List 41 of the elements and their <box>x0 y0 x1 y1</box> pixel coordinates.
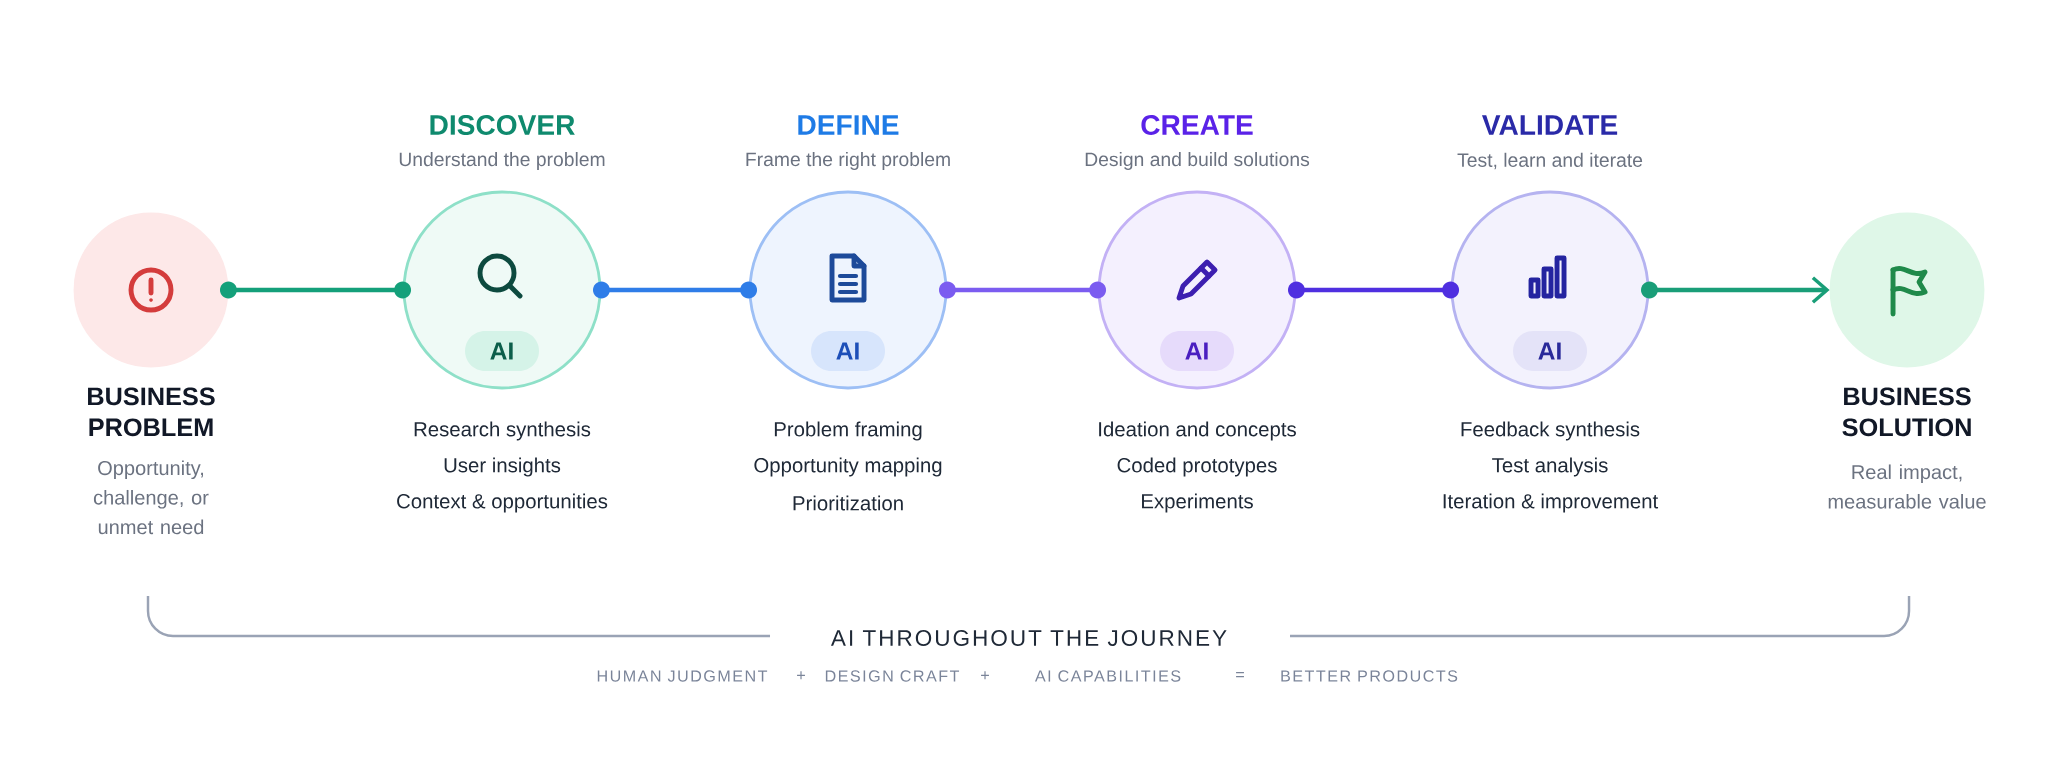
stage-title: DEFINE <box>798 115 899 135</box>
ai-badge: AI <box>811 331 885 371</box>
description: Real impact, measurable value <box>1828 464 1986 509</box>
stage-title: CREATE <box>1141 115 1253 135</box>
stage-title: DISCOVER <box>430 115 575 135</box>
activity-item: Problem framing <box>774 421 922 441</box>
ai-badge: AI <box>465 331 539 371</box>
equation-term: AI CAPABILITIES <box>1034 670 1181 682</box>
activity-item: Iteration & improvement <box>1443 493 1659 513</box>
activity-item: Prioritization <box>793 495 903 511</box>
heading: BUSINESS PROBLEM <box>88 387 215 437</box>
activity-item: Research synthesis <box>414 421 591 441</box>
stage-title: VALIDATE <box>1482 115 1618 135</box>
operator: = <box>1236 672 1244 678</box>
stage-subtitle: Frame the right problem <box>746 152 950 170</box>
stage-subtitle: Design and build solutions <box>1085 152 1310 170</box>
equation-term: BETTER PRODUCTS <box>1281 670 1458 682</box>
journey-caption: AI THROUGHOUT THE JOURNEY <box>831 630 1227 646</box>
operator: + <box>981 671 989 680</box>
activity-item: Ideation and concepts <box>1099 421 1296 441</box>
activity-item: Experiments <box>1142 493 1253 513</box>
connector <box>1641 276 1830 304</box>
stage-subtitle: Understand the problem <box>399 152 605 170</box>
activity-item: Feedback synthesis <box>1461 421 1640 441</box>
activity-item: User insights <box>444 457 561 477</box>
ai-badge: AI <box>1513 331 1587 371</box>
equation-term: HUMAN JUDGMENT <box>597 670 768 682</box>
activity-item: Coded prototypes <box>1117 457 1277 477</box>
heading: BUSINESS SOLUTION <box>1842 387 1971 437</box>
description: Opportunity, challenge, or unmet need <box>93 460 209 535</box>
ai-badge: AI <box>1160 331 1235 371</box>
connector <box>939 281 1107 299</box>
activity-item: Opportunity mapping <box>754 457 942 477</box>
activity-item: Test analysis <box>1492 457 1608 477</box>
connector <box>1288 281 1460 299</box>
connector <box>220 281 412 299</box>
operator: + <box>797 671 805 680</box>
stage-subtitle: Test, learn and iterate <box>1457 152 1643 170</box>
equation-term: DESIGN CRAFT <box>825 670 960 682</box>
activity-item: Context & opportunities <box>397 493 608 513</box>
connector <box>593 281 758 299</box>
